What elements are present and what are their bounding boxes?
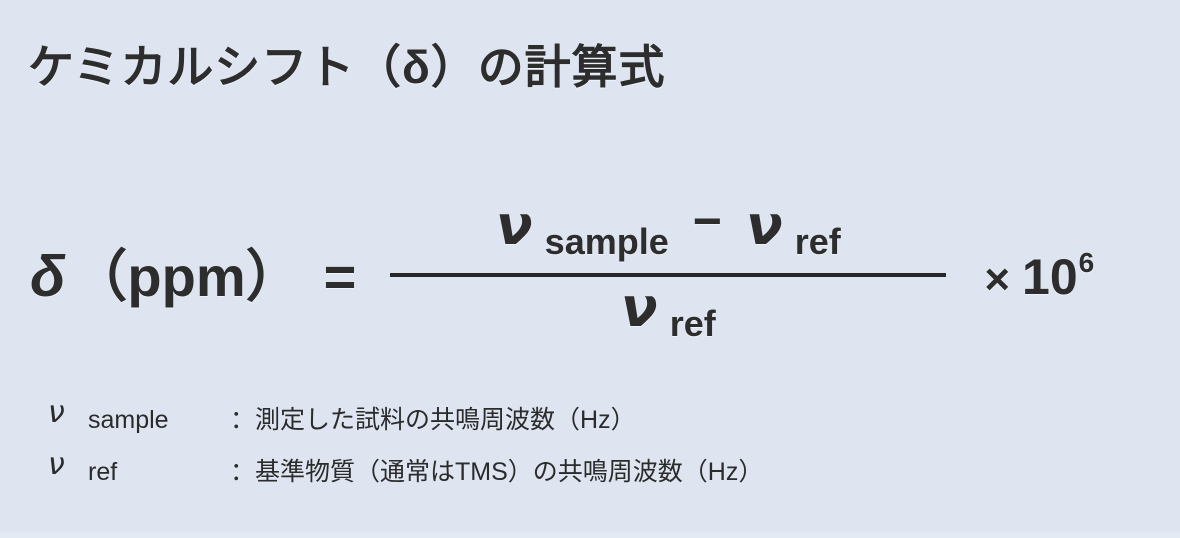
nu-symbol-sample: ν bbox=[495, 194, 533, 257]
fraction-bar bbox=[390, 273, 947, 277]
minus-operator: − bbox=[692, 193, 722, 249]
power-exponent: 6 bbox=[1078, 247, 1095, 278]
legend-nu-symbol-sample: ν bbox=[48, 395, 65, 430]
equals-sign: = bbox=[323, 245, 357, 308]
legend-nu-subscript-ref: ref bbox=[88, 458, 118, 486]
legend-colon: ： bbox=[230, 406, 256, 434]
legend-row: ν sample ： 測定した試料の共鳴周波数（Hz） bbox=[48, 398, 763, 456]
legend-row: ν ref ： 基準物質（通常はTMS）の共鳴周波数（Hz） bbox=[48, 450, 764, 508]
legend-description-sample: 測定した試料の共鳴周波数（Hz） bbox=[255, 406, 636, 434]
fraction-denominator: ν ref bbox=[607, 277, 730, 345]
page-title: ケミカルシフト（δ）の計算式 bbox=[28, 41, 666, 93]
chemical-shift-equation: δ （ppm） = ν sample − ν ref ν ref × 10 6 bbox=[30, 182, 1160, 372]
symbol-legend: ν sample ： 測定した試料の共鳴周波数（Hz） ν ref ： 基準物質… bbox=[48, 398, 764, 508]
bottom-edge-strip bbox=[0, 532, 1180, 538]
equation-left-hand-side: δ （ppm） = bbox=[30, 248, 356, 306]
nu-subscript-sample: sample bbox=[544, 221, 669, 262]
fraction-numerator: ν sample − ν ref bbox=[482, 196, 855, 273]
nu-subscript-ref-denominator: ref bbox=[669, 303, 716, 344]
delta-symbol: δ bbox=[30, 244, 66, 309]
nu-symbol-ref-denominator: ν bbox=[620, 276, 658, 339]
legend-colon: ： bbox=[230, 458, 256, 486]
nu-subscript-ref-numerator: ref bbox=[794, 221, 841, 262]
equation-fraction: ν sample − ν ref ν ref bbox=[390, 196, 947, 345]
legend-description-ref: 基準物質（通常はTMS）の共鳴周波数（Hz） bbox=[255, 458, 764, 486]
legend-nu-subscript-sample: sample bbox=[88, 406, 169, 434]
nu-symbol-ref-numerator: ν bbox=[745, 194, 783, 257]
scale-factor: × 10 6 bbox=[984, 247, 1095, 305]
legend-nu-symbol-ref: ν bbox=[48, 447, 65, 482]
power-base: 10 bbox=[1022, 249, 1078, 305]
multiplication-sign: × bbox=[984, 255, 1011, 304]
ppm-unit-label: （ppm） bbox=[71, 245, 302, 308]
